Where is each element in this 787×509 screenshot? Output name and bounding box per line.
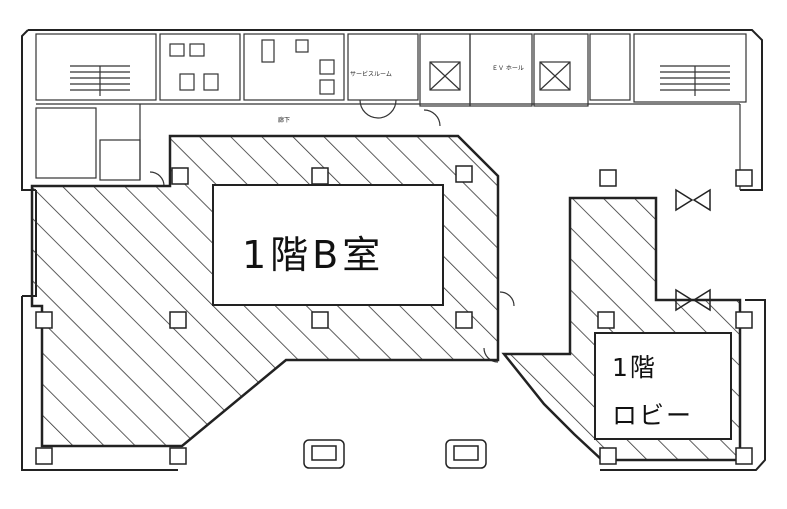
pantry	[589, 33, 631, 101]
lobby-line-2: ロビー	[612, 401, 694, 430]
storage-room	[35, 107, 97, 179]
stair-left-steps	[70, 65, 130, 96]
ev-hall	[469, 33, 533, 107]
small-room	[99, 139, 141, 181]
columns	[35, 165, 753, 465]
lobby-line-1: 1階	[612, 353, 657, 382]
service-room	[347, 33, 419, 101]
restroom-women	[159, 33, 241, 101]
stair-right-steps	[660, 65, 730, 96]
service-core	[35, 33, 747, 363]
ev-hall-label: ＥＶ ホール	[492, 65, 524, 72]
stair-right	[633, 33, 747, 103]
entrance-pillars	[303, 439, 487, 469]
stair-left	[35, 33, 157, 101]
room-b-label-box: 1階B室	[212, 184, 444, 306]
restroom-men	[243, 33, 345, 101]
service-room-label: サービスルーム	[350, 70, 392, 78]
lobby-label-box: 1階 ロビー	[594, 332, 732, 440]
entrance-doors	[675, 188, 711, 312]
room-b-name: 1階B室	[242, 233, 385, 277]
corridor-label: 廊下	[278, 116, 290, 124]
elevator-1	[419, 33, 471, 107]
elevator-2	[533, 33, 589, 107]
